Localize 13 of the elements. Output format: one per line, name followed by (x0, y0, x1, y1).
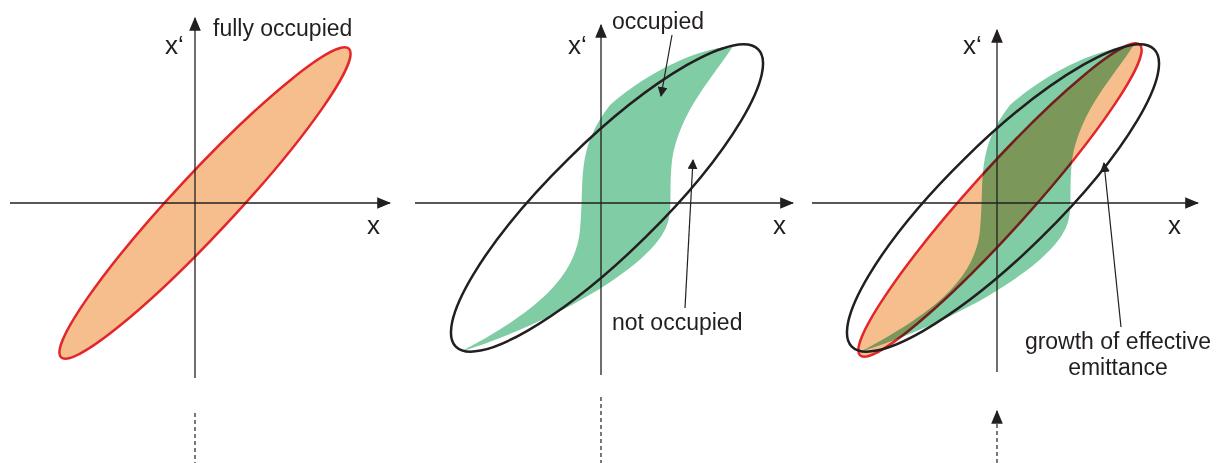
leader-line (657, 34, 673, 97)
annotation-text: fully occupied (213, 15, 353, 41)
axis-label: x (1168, 212, 1181, 238)
annotation-text: growth of effective emittance (1015, 328, 1221, 380)
leader-line (1099, 162, 1122, 328)
axis-label: x (367, 212, 380, 238)
axis-label: x‘ (963, 32, 982, 58)
axis-label: x‘ (165, 32, 184, 58)
leader-line (684, 159, 698, 309)
annotation-text: occupied (612, 8, 705, 34)
axis-label: x‘ (568, 32, 587, 58)
annotation-text: not occupied (612, 309, 743, 335)
axis-label: x (773, 212, 786, 238)
